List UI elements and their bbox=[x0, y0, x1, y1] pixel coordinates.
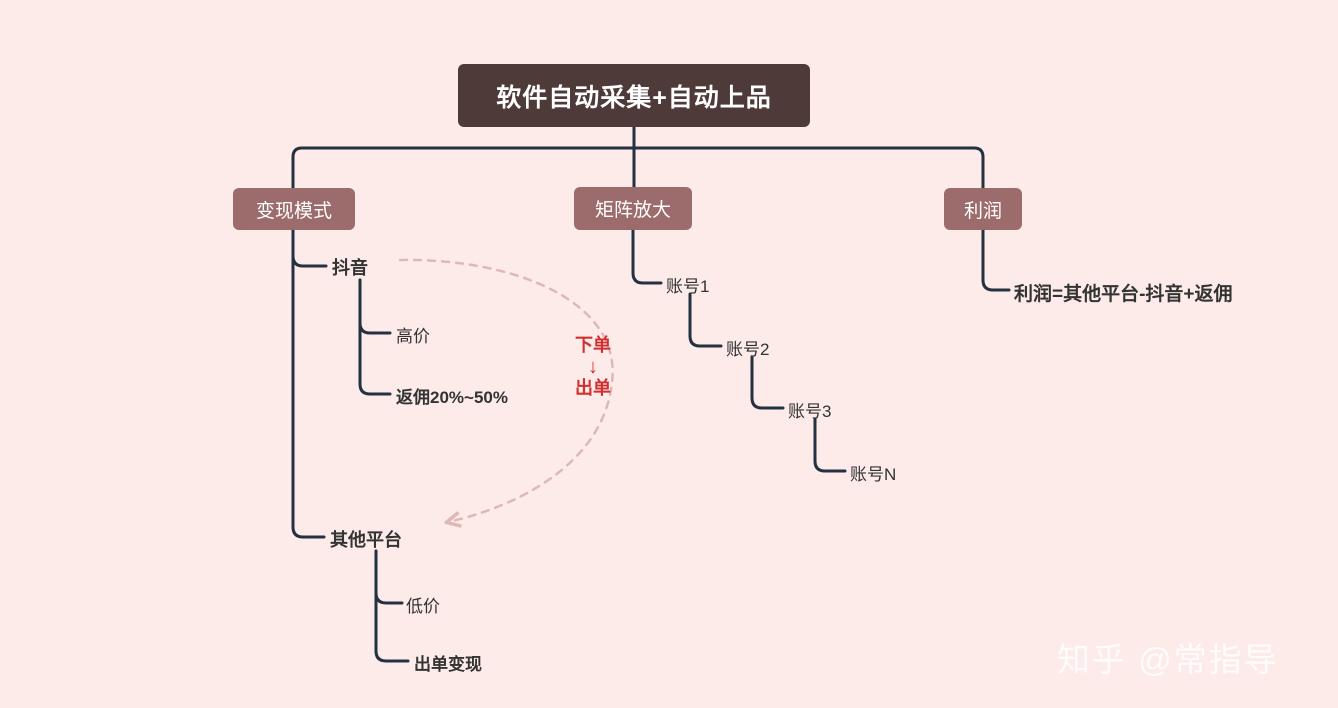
label-account-1: 账号1 bbox=[666, 277, 710, 296]
label-profit-formula: 利润=其他平台-抖音+返佣 bbox=[1014, 284, 1233, 305]
connector-monetization-other bbox=[291, 228, 326, 539]
label-high-price: 高价 bbox=[396, 327, 430, 346]
connector-matrix-account1 bbox=[631, 228, 663, 285]
label-douyin: 抖音 bbox=[332, 258, 368, 278]
label-account-n: 账号N bbox=[850, 465, 897, 484]
branch-node-matrix: 矩阵放大 bbox=[574, 187, 692, 230]
branch-node-profit: 利润 bbox=[944, 188, 1022, 230]
annotation-place-order: 下单 bbox=[575, 335, 611, 355]
connector-other-lowprice bbox=[374, 549, 404, 605]
label-account-2: 账号2 bbox=[726, 340, 770, 359]
label-account-3: 账号3 bbox=[788, 402, 832, 421]
down-arrow-icon: ↓ bbox=[588, 355, 598, 378]
connector-distribution-bar bbox=[291, 146, 985, 190]
connector-other-ordermonetize bbox=[374, 549, 410, 663]
order-flow-annotation: 下单 ↓ 出单 bbox=[561, 334, 625, 399]
connector-douyin-rebate bbox=[358, 278, 392, 396]
label-other-platforms: 其他平台 bbox=[330, 530, 402, 550]
zhihu-watermark: 知乎 @常指导 bbox=[1057, 641, 1279, 678]
connector-account3-accountN bbox=[813, 417, 847, 473]
connector-monetization-douyin bbox=[291, 228, 328, 268]
connector-profit-formula bbox=[981, 228, 1011, 292]
branch-node-monetization: 变现模式 bbox=[233, 188, 355, 230]
label-low-price: 低价 bbox=[406, 597, 440, 616]
label-order-monetize: 出单变现 bbox=[414, 655, 482, 674]
root-node-title: 软件自动采集+自动上品 bbox=[458, 64, 810, 127]
connector-account2-account3 bbox=[750, 355, 785, 410]
connector-account1-account2 bbox=[688, 292, 723, 348]
connector-douyin-highprice bbox=[358, 278, 392, 335]
annotation-get-order: 出单 bbox=[575, 377, 611, 398]
label-rebate: 返佣20%~50% bbox=[396, 388, 508, 407]
